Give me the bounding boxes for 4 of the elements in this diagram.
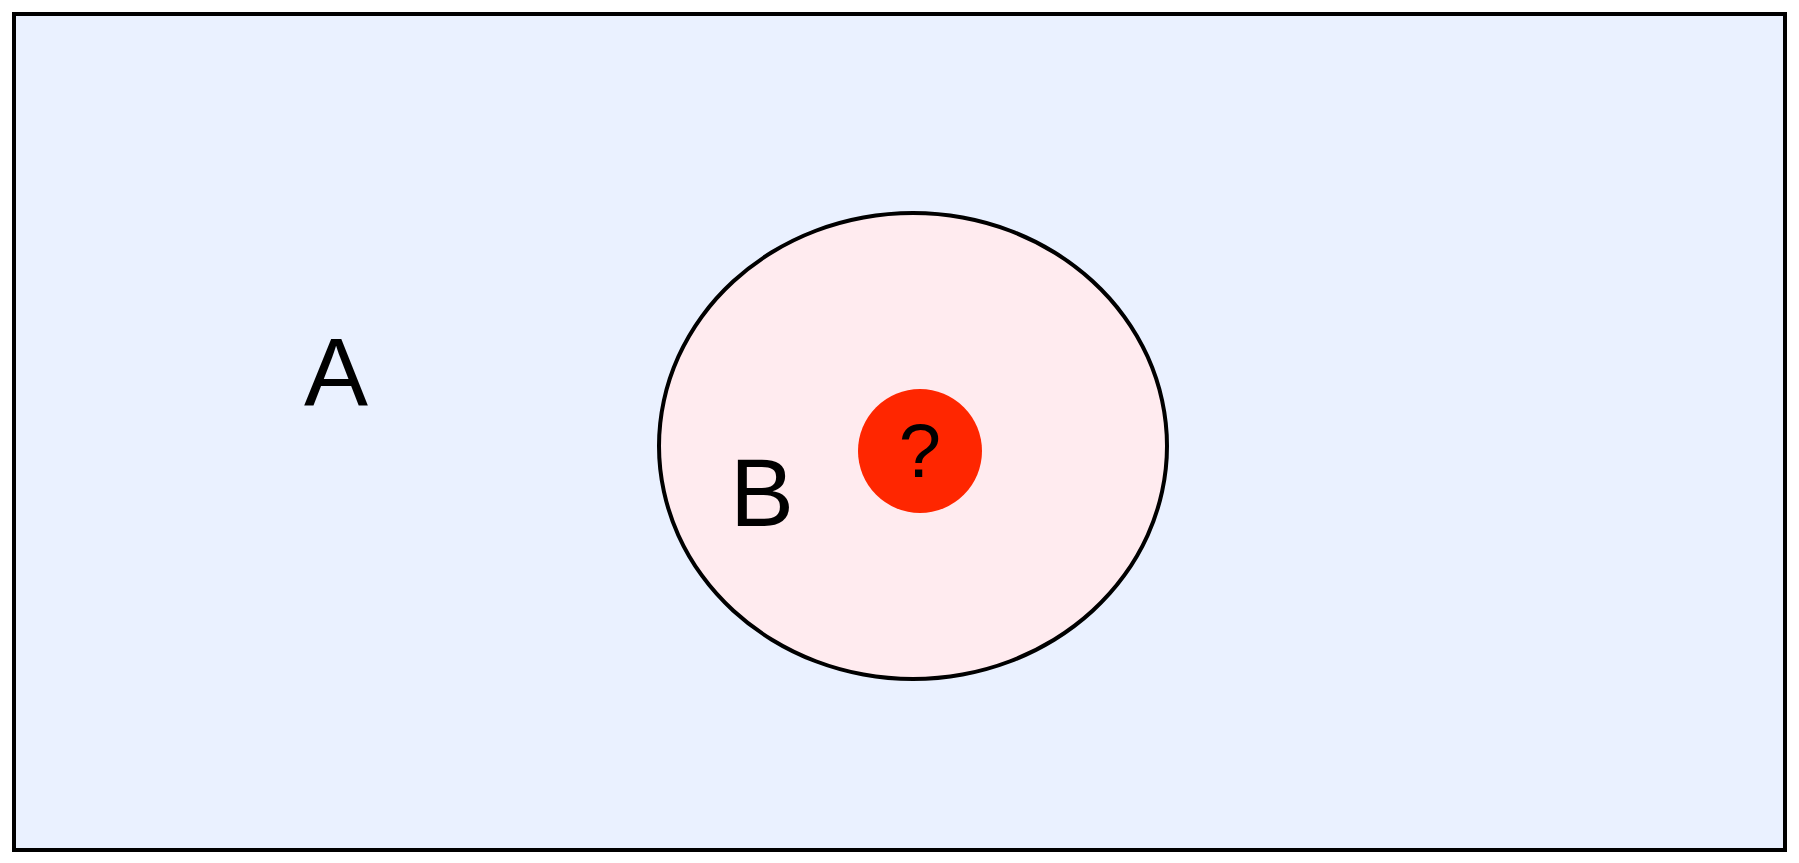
region-label: A (304, 324, 369, 420)
question-circle: ? (858, 389, 982, 513)
subset-label: B (730, 445, 795, 541)
region-box (12, 12, 1787, 852)
